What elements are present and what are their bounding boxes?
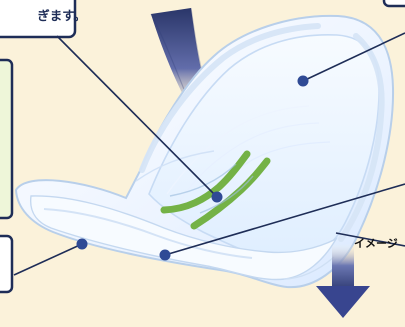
top-right-callout (384, 0, 405, 6)
callout-text: ぎます。 (0, 8, 86, 24)
image-label: イメージ (354, 237, 405, 251)
left-panel (0, 60, 12, 218)
bottom-left-callout (0, 236, 12, 292)
